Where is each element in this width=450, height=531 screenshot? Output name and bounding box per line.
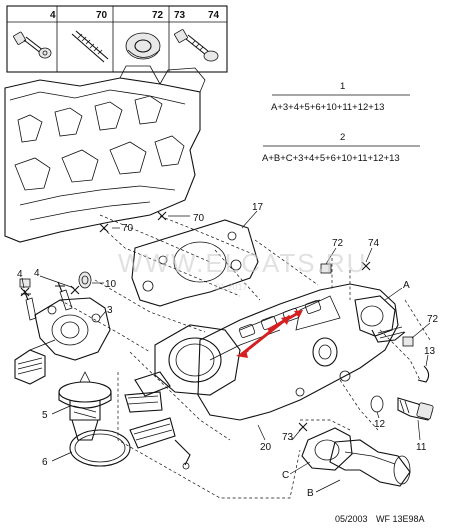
bolt-icon <box>13 31 52 59</box>
watermark-text: WWW.ELCATS.RU <box>118 248 367 278</box>
callout-20: 20 <box>260 442 272 453</box>
flange-bolt-icon <box>174 29 219 62</box>
callout-72-right: 72 <box>427 314 439 325</box>
kit-table: 4 70 72 73 74 <box>6 5 228 73</box>
water-outlet-housing-a <box>197 283 406 421</box>
callout-17: 17 <box>252 202 264 213</box>
formula-text-2: A+B+C+3+4+5+6+10+11+12+13 <box>262 153 400 164</box>
seal-12 <box>370 395 384 413</box>
seal-72-right <box>402 336 414 347</box>
callout-c: C <box>282 470 289 481</box>
hose-pipes-left <box>124 371 191 470</box>
outlet-flange <box>154 324 241 396</box>
formula-group-2: 2 A+B+C+3+4+5+6+10+11+12+13 <box>262 132 420 164</box>
formula-text-1: A+3+4+5+6+10+11+12+13 <box>271 102 384 113</box>
kit-cell-73: 73 <box>174 10 186 21</box>
washer-seal-icon <box>125 32 161 60</box>
flow-arrows <box>236 310 303 358</box>
stud-icon <box>71 30 109 63</box>
formula-number-1: 1 <box>340 81 345 92</box>
footer: 05/2003 WF 13E98A <box>335 514 425 524</box>
footer-date: 05/2003 <box>335 514 368 524</box>
callout-70-b: 70 <box>193 213 205 224</box>
watermark-date: 01.2017 <box>215 282 248 292</box>
kit-cell-74: 74 <box>208 10 220 21</box>
seal-ring-6 <box>69 429 131 467</box>
bolt-4-left <box>19 278 37 321</box>
formula-group-1: 1 A+3+4+5+6+10+11+12+13 <box>271 81 410 113</box>
callout-70-a: 70 <box>122 223 134 234</box>
kit-cell-70: 70 <box>96 10 108 21</box>
callout-6: 6 <box>42 457 48 468</box>
callout-13: 13 <box>424 346 436 357</box>
leader-lines <box>21 210 431 493</box>
callout-74: 74 <box>368 238 380 249</box>
pipe-b <box>329 439 411 487</box>
seal-10 <box>78 271 92 289</box>
marker-70-a <box>99 223 109 233</box>
temp-sensor-11 <box>397 397 434 421</box>
gasket-c <box>301 427 353 471</box>
watermark: WWW.ELCATS.RU 01.2017 <box>118 248 367 292</box>
clip-13 <box>417 365 430 383</box>
callout-5: 5 <box>42 410 48 421</box>
callout-72-top: 72 <box>332 238 344 249</box>
callouts: 70 70 17 72 74 4 4 10 3 A 72 13 5 20 12 … <box>17 202 439 499</box>
assembly-lines <box>59 214 431 499</box>
callout-4-a: 4 <box>17 269 23 280</box>
marker-4-a <box>20 287 30 297</box>
thermostat-housing-3 <box>14 297 111 385</box>
callout-b: B <box>307 488 314 499</box>
marker-70-b <box>157 211 167 221</box>
footer-ref: WF 13E98A <box>376 514 425 524</box>
callout-11: 11 <box>416 442 427 453</box>
bolt-4-mid <box>55 281 73 311</box>
kit-cell-72: 72 <box>152 10 164 21</box>
gasket-17 <box>131 219 259 307</box>
marker-74 <box>361 261 371 271</box>
callout-a: A <box>403 280 410 291</box>
cylinder-head-block <box>4 65 206 243</box>
callout-12: 12 <box>374 419 386 430</box>
kit-cell-4: 4 <box>50 10 56 21</box>
formula-number-2: 2 <box>340 132 345 143</box>
callout-3: 3 <box>107 305 113 316</box>
callout-73: 73 <box>282 432 294 443</box>
callout-10: 10 <box>105 279 117 290</box>
callout-4-b: 4 <box>34 268 40 279</box>
